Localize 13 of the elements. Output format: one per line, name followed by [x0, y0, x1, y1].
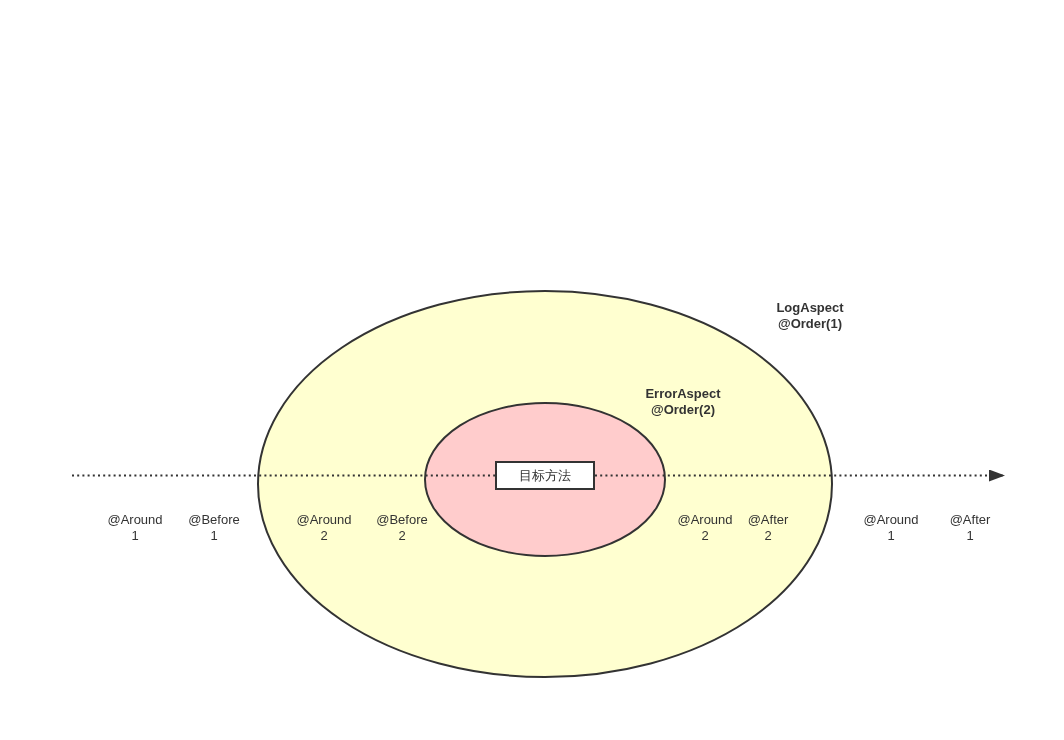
- ellipse-heading: ErrorAspect @Order(2): [645, 386, 721, 418]
- advice-label: @Around 1: [863, 512, 919, 544]
- advice-label: @Around 1: [107, 512, 163, 544]
- advice-label: @After 2: [747, 512, 789, 544]
- ellipse-heading: LogAspect @Order(1): [776, 300, 844, 332]
- dotted-arrow: [594, 469, 1006, 482]
- advice-label: @Around 2: [677, 512, 733, 544]
- advice-label: @Around 2: [296, 512, 352, 544]
- method-box: 目标方法: [495, 461, 595, 490]
- advice-label: @Before 1: [188, 512, 240, 544]
- advice-label: @After 1: [949, 512, 991, 544]
- advice-label: @Before 2: [376, 512, 428, 544]
- dotted-line: [71, 474, 496, 477]
